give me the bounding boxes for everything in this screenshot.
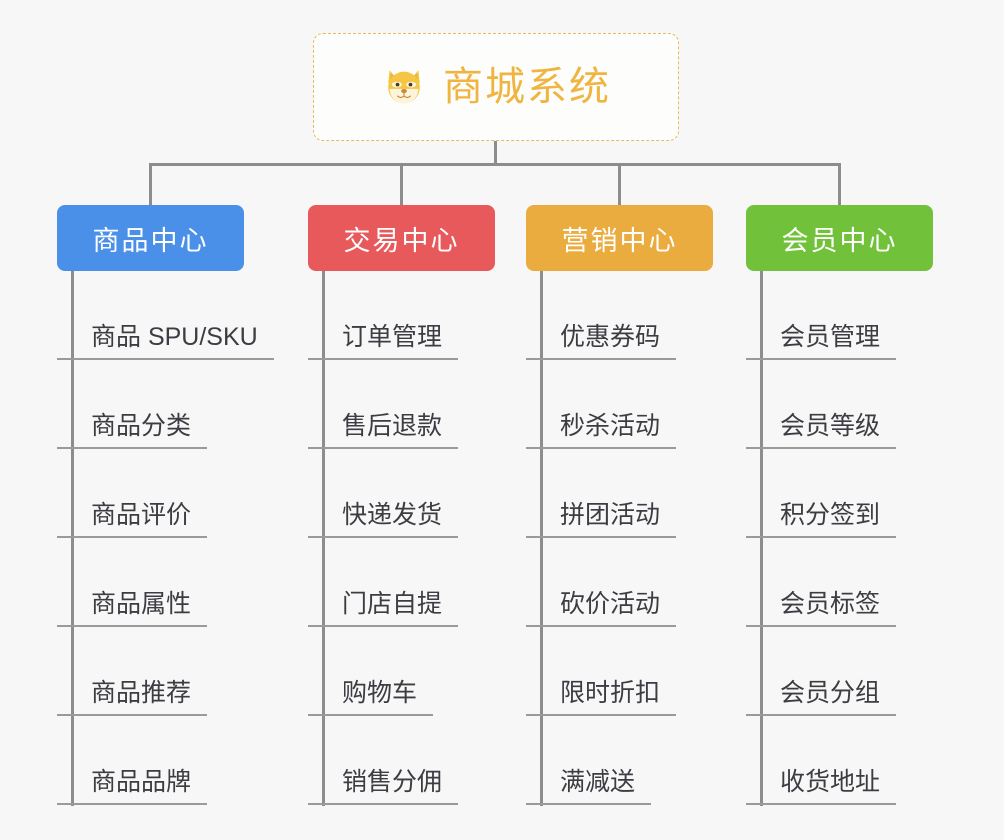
branch-column-trade: 交易中心 订单管理 售后退款 快递发货 门店自提 购物车 销售分佣: [308, 205, 495, 806]
leaf-label: 购物车: [308, 679, 434, 716]
branch-header-member[interactable]: 会员中心: [746, 205, 933, 271]
branch-column-member: 会员中心 会员管理 会员等级 积分签到 会员标签 会员分组 收货地址: [746, 205, 933, 806]
list-item[interactable]: 商品评价: [57, 449, 274, 538]
leaf-list-product: 商品 SPU/SKU 商品分类 商品评价 商品属性 商品推荐 商品品牌: [57, 271, 274, 805]
list-item[interactable]: 会员管理: [746, 271, 933, 360]
list-item[interactable]: 秒杀活动: [526, 360, 713, 449]
leaf-label: 积分签到: [746, 501, 897, 538]
leaf-label: 收货地址: [746, 768, 897, 805]
list-item[interactable]: 会员分组: [746, 627, 933, 716]
leaf-label: 会员管理: [746, 323, 897, 360]
leaf-label: 订单管理: [308, 323, 459, 360]
list-item[interactable]: 商品品牌: [57, 716, 274, 805]
leaf-label: 拼团活动: [526, 501, 677, 538]
list-item[interactable]: 收货地址: [746, 716, 933, 805]
leaf-label: 门店自提: [308, 590, 459, 627]
branch-trunk-member: [760, 271, 763, 806]
connector-drop-2: [400, 163, 403, 205]
shiba-dog-icon: [381, 63, 429, 111]
list-item[interactable]: 商品 SPU/SKU: [57, 271, 274, 360]
connector-drop-3: [618, 163, 621, 205]
leaf-label: 砍价活动: [526, 590, 677, 627]
connector-root-stem: [494, 141, 497, 165]
branch-column-product: 商品中心 商品 SPU/SKU 商品分类 商品评价 商品属性 商品推荐 商品品牌: [57, 205, 274, 806]
list-item[interactable]: 优惠券码: [526, 271, 713, 360]
connector-horizontal-bus: [149, 163, 841, 166]
list-item[interactable]: 满减送: [526, 716, 713, 805]
branch-column-marketing: 营销中心 优惠券码 秒杀活动 拼团活动 砍价活动 限时折扣 满减送: [526, 205, 713, 806]
root-node[interactable]: 商城系统: [313, 33, 679, 141]
leaf-label: 商品分类: [57, 412, 208, 449]
leaf-label: 秒杀活动: [526, 412, 677, 449]
leaf-label: 商品推荐: [57, 679, 208, 716]
list-item[interactable]: 快递发货: [308, 449, 495, 538]
leaf-label: 销售分佣: [308, 768, 459, 805]
list-item[interactable]: 商品分类: [57, 360, 274, 449]
leaf-list-member: 会员管理 会员等级 积分签到 会员标签 会员分组 收货地址: [746, 271, 933, 805]
branch-trunk-trade: [322, 271, 325, 806]
connector-drop-4: [838, 163, 841, 205]
leaf-label: 商品品牌: [57, 768, 208, 805]
list-item[interactable]: 限时折扣: [526, 627, 713, 716]
branch-trunk-product: [71, 271, 74, 806]
leaf-list-trade: 订单管理 售后退款 快递发货 门店自提 购物车 销售分佣: [308, 271, 495, 805]
connector-drop-1: [149, 163, 152, 205]
branch-trunk-marketing: [540, 271, 543, 806]
leaf-label: 售后退款: [308, 412, 459, 449]
branch-header-product[interactable]: 商品中心: [57, 205, 244, 271]
list-item[interactable]: 积分签到: [746, 449, 933, 538]
root-title: 商城系统: [443, 65, 611, 109]
list-item[interactable]: 拼团活动: [526, 449, 713, 538]
leaf-label: 商品评价: [57, 501, 208, 538]
list-item[interactable]: 会员等级: [746, 360, 933, 449]
list-item[interactable]: 售后退款: [308, 360, 495, 449]
list-item[interactable]: 商品属性: [57, 538, 274, 627]
leaf-label: 优惠券码: [526, 323, 677, 360]
list-item[interactable]: 商品推荐: [57, 627, 274, 716]
leaf-label: 快递发货: [308, 501, 459, 538]
branch-header-trade[interactable]: 交易中心: [308, 205, 495, 271]
leaf-label: 商品 SPU/SKU: [57, 323, 274, 360]
branch-header-marketing[interactable]: 营销中心: [526, 205, 713, 271]
leaf-list-marketing: 优惠券码 秒杀活动 拼团活动 砍价活动 限时折扣 满减送: [526, 271, 713, 805]
leaf-label: 会员等级: [746, 412, 897, 449]
list-item[interactable]: 会员标签: [746, 538, 933, 627]
leaf-label: 会员标签: [746, 590, 897, 627]
leaf-label: 商品属性: [57, 590, 208, 627]
leaf-label: 会员分组: [746, 679, 897, 716]
list-item[interactable]: 订单管理: [308, 271, 495, 360]
list-item[interactable]: 砍价活动: [526, 538, 713, 627]
list-item[interactable]: 购物车: [308, 627, 495, 716]
leaf-label: 满减送: [526, 768, 652, 805]
leaf-label: 限时折扣: [526, 679, 677, 716]
list-item[interactable]: 销售分佣: [308, 716, 495, 805]
list-item[interactable]: 门店自提: [308, 538, 495, 627]
